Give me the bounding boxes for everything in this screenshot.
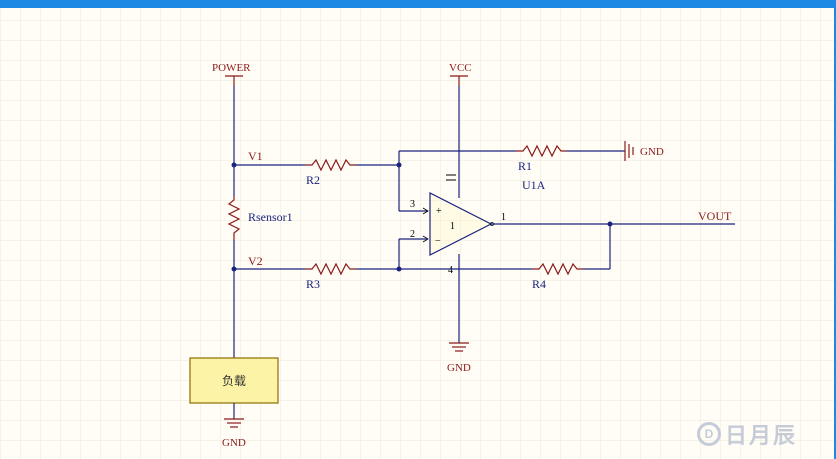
minus-sign: − bbox=[435, 236, 441, 247]
watermark-logo-icon: D bbox=[697, 422, 721, 446]
net-vout-label: VOUT bbox=[698, 209, 732, 223]
opamp-part-number: 1 bbox=[450, 221, 455, 232]
net-v1-label: V1 bbox=[248, 149, 263, 163]
rsensor-resistor[interactable]: Rsensor1 bbox=[227, 196, 293, 240]
load-block[interactable]: 负载 bbox=[189, 357, 279, 404]
watermark: D 日月辰 bbox=[697, 418, 797, 450]
vcc-port[interactable]: VCC bbox=[449, 62, 472, 86]
opamp-u1a[interactable]: + − 1 3 2 1 4 bbox=[410, 192, 506, 276]
grid bbox=[0, 8, 834, 459]
r4-resistor[interactable]: R4 bbox=[532, 262, 583, 291]
opamp-label: U1A bbox=[522, 178, 546, 192]
power-label: POWER bbox=[212, 62, 251, 74]
gnd-load-label: GND bbox=[222, 437, 246, 449]
r3-label: R3 bbox=[306, 277, 320, 291]
r2-label: R2 bbox=[306, 173, 320, 187]
gnd-opamp-symbol[interactable]: GND bbox=[447, 342, 471, 374]
vcc-label: VCC bbox=[449, 62, 472, 74]
gnd-opamp-label: GND bbox=[447, 362, 471, 374]
r1-resistor[interactable]: R1 bbox=[516, 144, 567, 173]
gnd-load-symbol[interactable]: GND bbox=[222, 418, 246, 449]
r2-resistor[interactable]: R2 bbox=[305, 158, 356, 187]
pin2-label: 2 bbox=[410, 229, 415, 240]
net-v2-label: V2 bbox=[248, 254, 263, 268]
opamp-supply-marker bbox=[446, 174, 456, 181]
r3-resistor[interactable]: R3 bbox=[305, 262, 356, 291]
r4-label: R4 bbox=[532, 277, 546, 291]
schematic-canvas[interactable]: POWER Rsensor1 V1 R2 R1 GND VCC U bbox=[0, 8, 834, 459]
pin1-label: 1 bbox=[501, 212, 506, 223]
plus-sign: + bbox=[436, 206, 442, 217]
r1-label: R1 bbox=[518, 159, 532, 173]
rsensor-label: Rsensor1 bbox=[248, 210, 293, 224]
schematic-sheet[interactable]: POWER Rsensor1 V1 R2 R1 GND VCC U bbox=[0, 8, 834, 459]
watermark-text: 日月辰 bbox=[725, 423, 798, 449]
pin3-label: 3 bbox=[410, 199, 415, 210]
gnd-r1-label: GND bbox=[640, 146, 664, 158]
power-port[interactable]: POWER bbox=[212, 62, 251, 86]
load-label: 负载 bbox=[222, 374, 246, 388]
gnd-r1-symbol[interactable]: GND bbox=[624, 141, 664, 161]
pin4-label: 4 bbox=[448, 265, 453, 276]
